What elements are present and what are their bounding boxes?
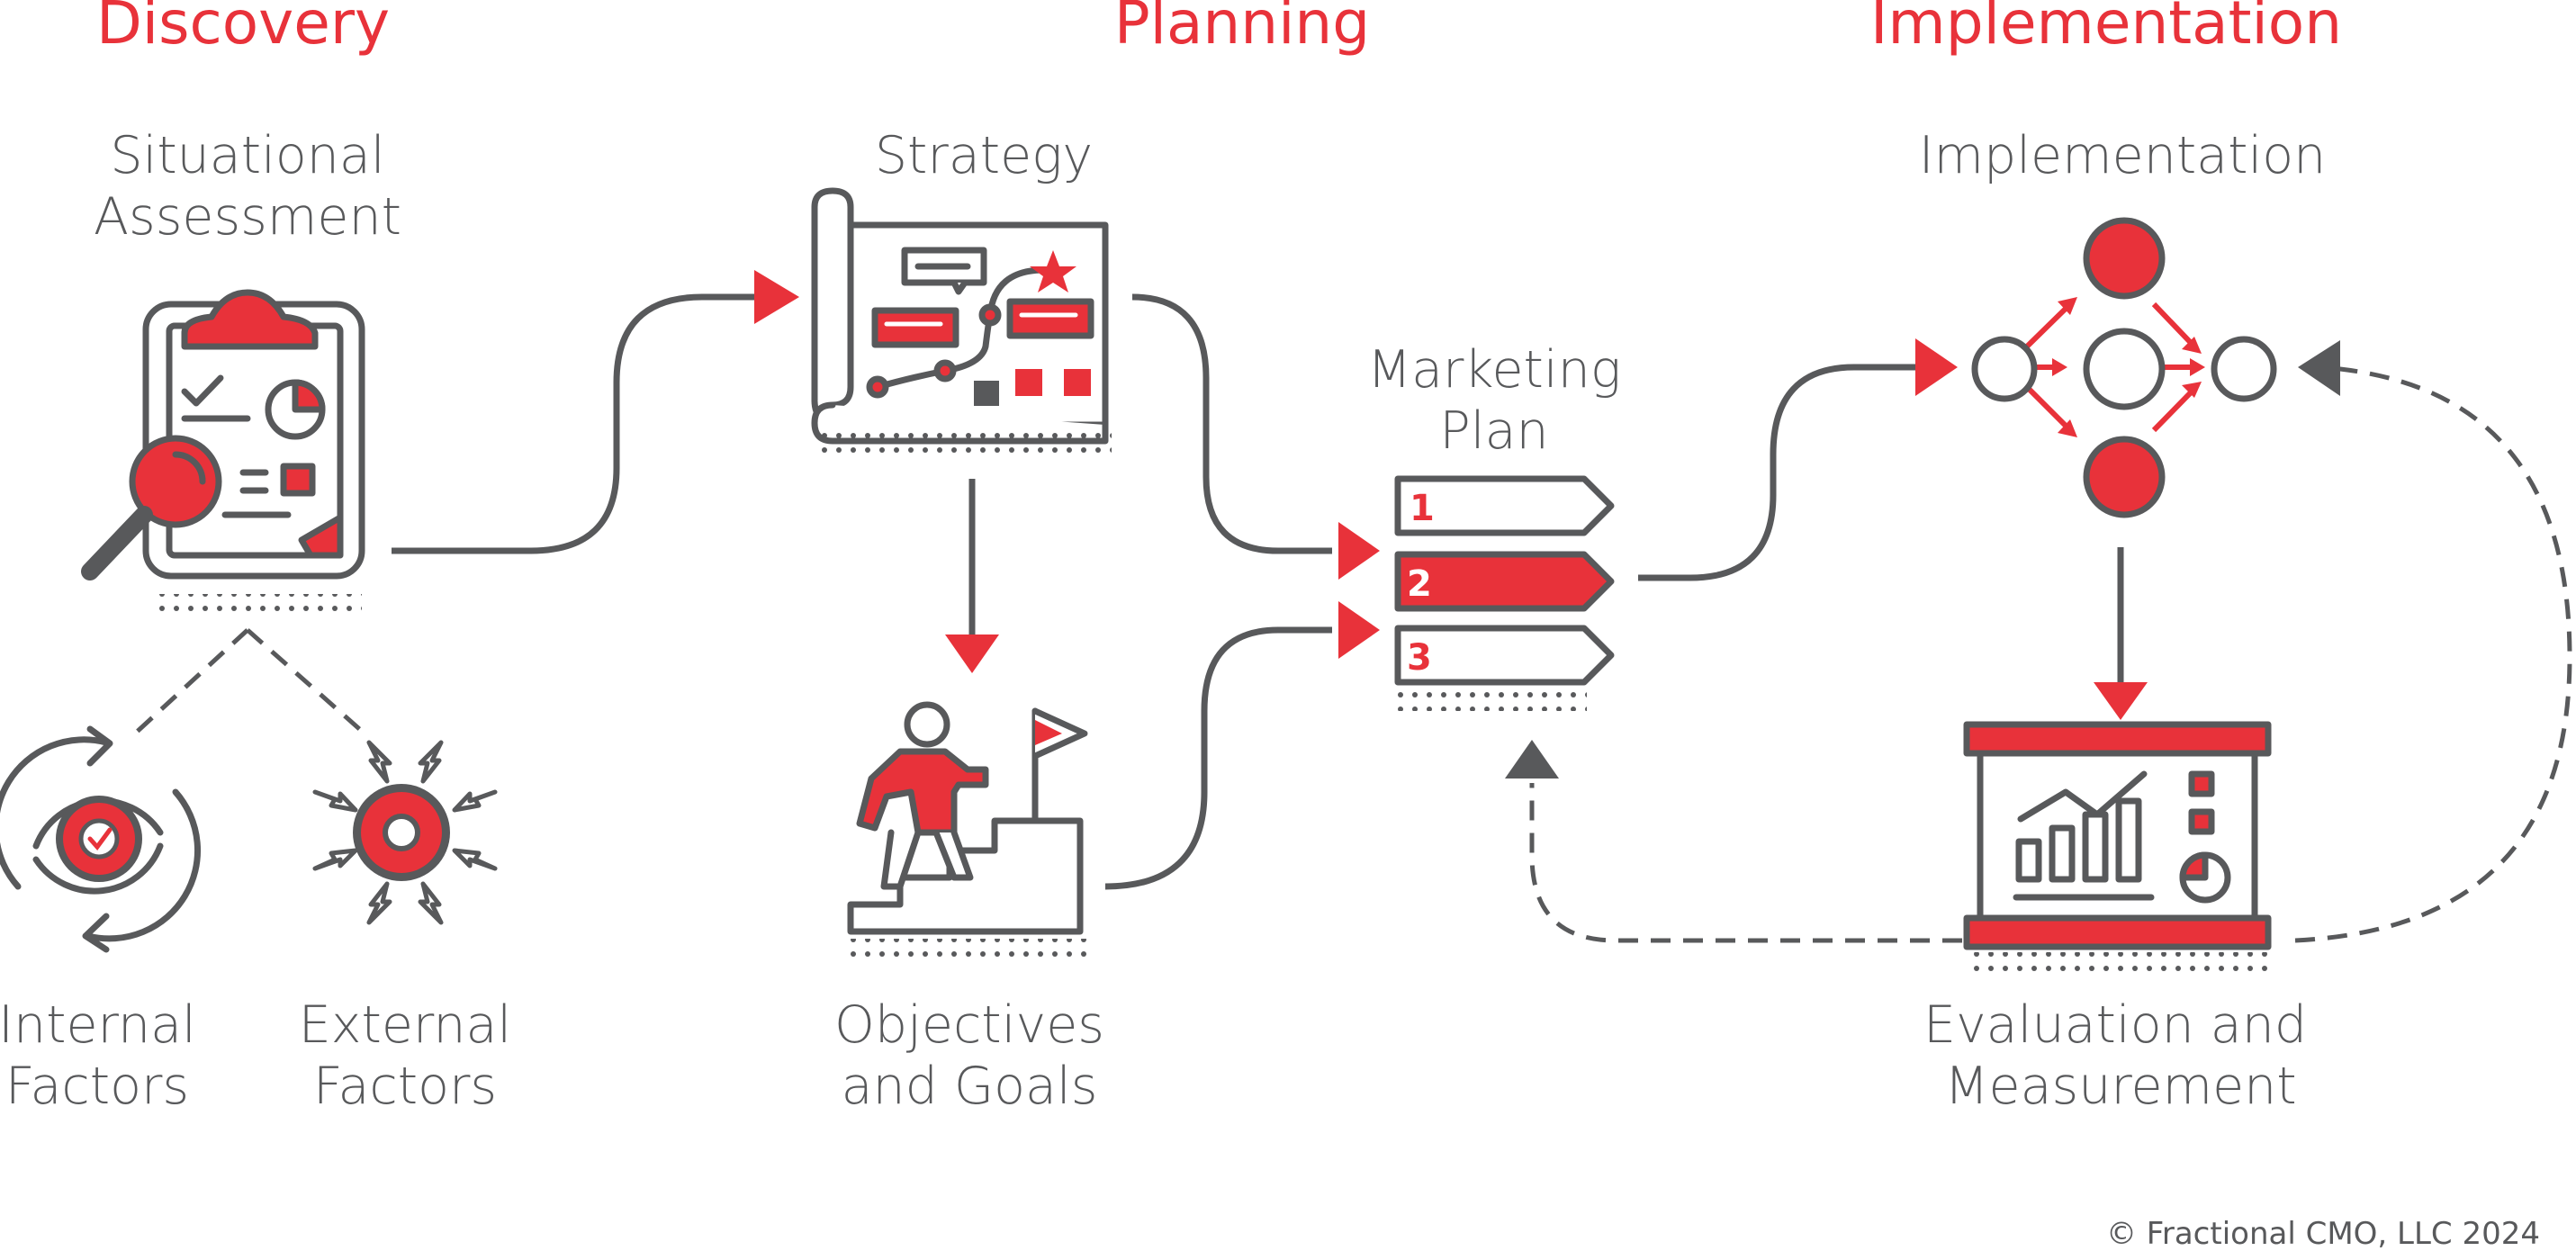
plan-arrow-1	[1394, 475, 1615, 536]
climber-flag-icon	[847, 701, 1088, 935]
arrowheads	[754, 270, 2340, 778]
dashed-connectors	[133, 366, 2572, 943]
arrowhead-red	[754, 270, 799, 324]
dotted-base	[1965, 952, 2271, 974]
label-evaluation-line2: Measurement	[1944, 1057, 2296, 1116]
dotted-base	[815, 432, 1112, 454]
connector-plan-implementation	[1638, 364, 1917, 581]
label-implementation: Implementation	[1919, 126, 2327, 185]
connector-assessment-external	[246, 628, 366, 735]
connector-assessment-strategy	[392, 293, 754, 554]
label-external-line2: Factors	[313, 1057, 497, 1116]
label-objectives-line2: and Goals	[842, 1057, 1098, 1116]
label-strategy: Strategy	[875, 126, 1093, 185]
label-situational-line1: Situational	[110, 126, 384, 185]
arrowhead-red	[1338, 522, 1380, 580]
numbered-arrows-icon	[1394, 475, 1615, 686]
connectors	[392, 293, 2124, 890]
strategy-board-icon	[811, 187, 1109, 445]
gear-icon	[56, 796, 142, 882]
arrowhead-gray	[1505, 740, 1559, 778]
converging-gear-icon	[312, 740, 498, 925]
dotted-base	[1398, 689, 1587, 711]
label-situational-line2: Assessment	[94, 187, 401, 247]
connector-assessment-internal	[133, 628, 249, 735]
dotted-base	[848, 939, 1086, 960]
label-marketing-line2: Plan	[1439, 401, 1548, 461]
phase-planning: Planning	[1114, 0, 1370, 58]
phase-implementation: Implementation	[1870, 0, 2342, 58]
network-nodes-icon	[1971, 217, 2277, 518]
presentation-chart-icon	[1963, 721, 2272, 950]
arrowhead-gray	[2298, 340, 2340, 396]
connector-strategy-plan	[1131, 293, 1332, 554]
label-external-line1: External	[299, 995, 512, 1055]
arrowhead-red	[2094, 682, 2148, 720]
arrowhead-red	[1338, 601, 1380, 659]
feedback-evaluation-implementation	[2294, 366, 2572, 943]
label-marketing-line1: Marketing	[1367, 340, 1621, 400]
label-objectives-line1: Objectives	[834, 995, 1104, 1055]
connector-objectives-plan	[1104, 626, 1332, 890]
arrowhead-red	[945, 634, 999, 673]
plan-step-2: 2	[1407, 563, 1432, 605]
label-internal-line1: Internal	[0, 995, 196, 1055]
dotted-base	[153, 594, 362, 616]
plan-arrow-3	[1394, 625, 1615, 686]
phase-discovery: Discovery	[96, 0, 390, 58]
label-evaluation-line1: Evaluation and	[1923, 995, 2307, 1055]
arrowhead-red	[1915, 338, 1958, 396]
clipboard-magnifier-icon	[81, 289, 365, 580]
copyright-text: © Fractional CMO, LLC 2024	[2106, 1216, 2540, 1251]
plan-step-3: 3	[1407, 637, 1432, 679]
plan-step-1: 1	[1410, 488, 1435, 529]
label-internal-line2: Factors	[5, 1057, 189, 1116]
plan-arrow-2	[1394, 551, 1615, 612]
feedback-evaluation-plan	[1529, 783, 1962, 943]
